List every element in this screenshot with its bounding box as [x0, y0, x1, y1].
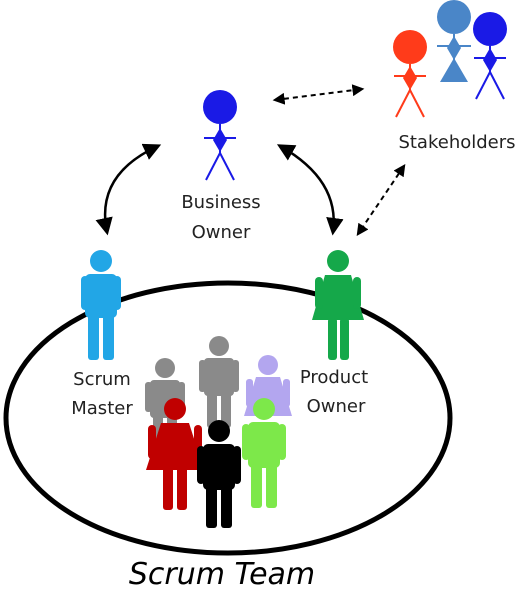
team-member-black-icon — [197, 420, 241, 528]
product-owner-label-line2: Owner — [307, 396, 366, 417]
arrow-stakeholders-to-product-owner — [356, 164, 406, 236]
scrum-team-ellipse — [3, 280, 453, 556]
stakeholder-red-figure — [393, 30, 427, 118]
scrum-master-label-line2: Master — [71, 398, 133, 419]
business-owner-label-line1: Business — [181, 192, 260, 213]
team-member-red-icon — [146, 398, 204, 510]
product-owner-label-line1: Product — [300, 367, 368, 388]
team-member-green-icon — [242, 398, 286, 508]
arrow-business-owner-to-product-owner — [276, 144, 344, 236]
team-member-gray-right-icon — [199, 336, 239, 428]
arrow-business-owner-to-stakeholders — [272, 84, 365, 105]
product-owner-person-icon — [312, 250, 364, 360]
stakeholder-steel-figure — [437, 0, 471, 82]
scrum-master-person-icon — [81, 250, 121, 360]
stakeholders-label: Stakeholders — [398, 132, 515, 153]
business-owner-stick-figure — [203, 90, 237, 181]
stakeholders-group — [393, 0, 507, 118]
business-owner-label-line2: Owner — [192, 222, 251, 243]
scrum-master-label-line1: Scrum — [73, 369, 131, 390]
arrow-business-owner-to-scrum-master — [95, 143, 162, 236]
scrum-team-title: Scrum Team — [129, 557, 315, 592]
stakeholder-blue-figure — [473, 12, 507, 100]
